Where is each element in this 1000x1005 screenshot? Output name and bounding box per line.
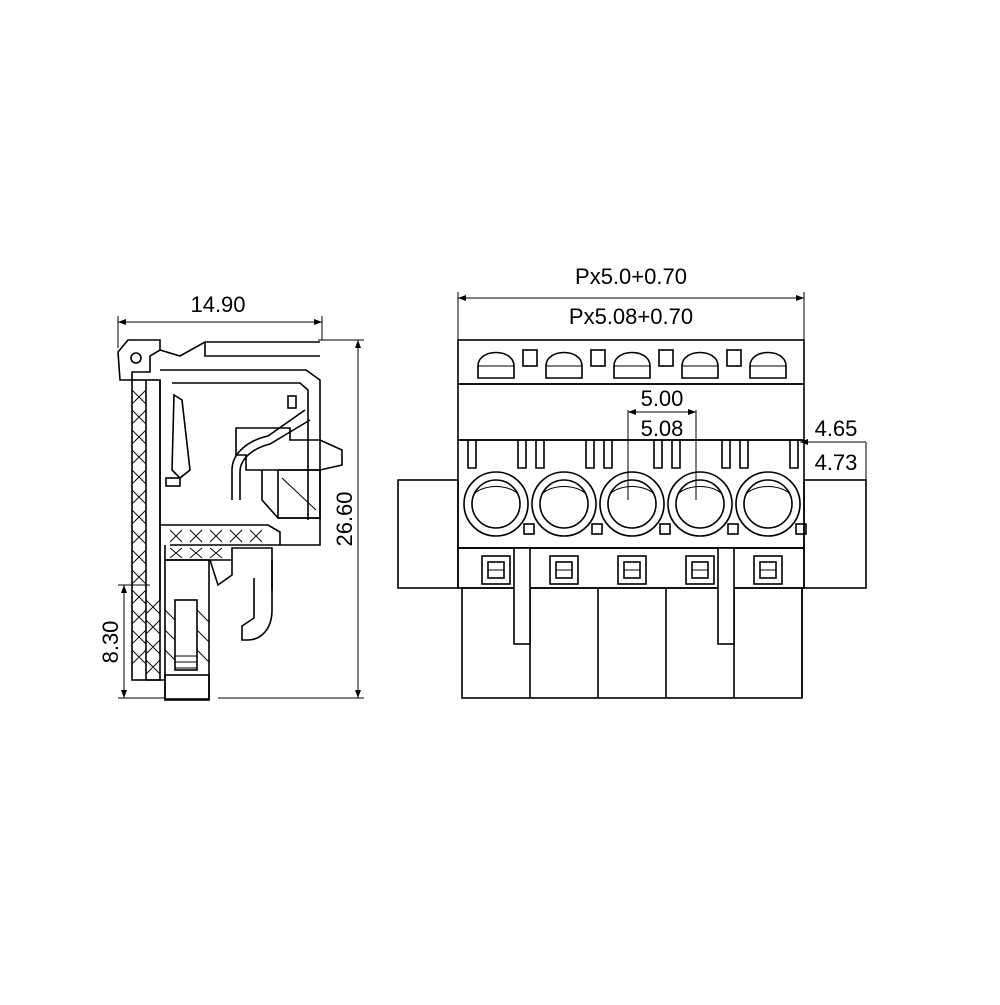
slot-frame — [535, 440, 545, 469]
pin-window — [685, 555, 715, 585]
top-square — [658, 349, 674, 367]
slot-frame — [467, 440, 477, 469]
wire-entry-inner — [675, 479, 725, 529]
long-pin — [513, 547, 531, 645]
pitch-label-a: 5.00 — [641, 386, 684, 411]
lower-square — [795, 523, 807, 535]
lower-square — [591, 523, 603, 535]
pin-window — [481, 555, 511, 585]
dimension-pin: 8.30 — [98, 584, 165, 699]
top-square — [726, 349, 742, 367]
positions-layer — [463, 349, 807, 698]
slot-frame — [721, 440, 731, 469]
wire-entry-outer — [667, 471, 733, 537]
pin-window — [617, 555, 647, 585]
screw-head — [681, 351, 719, 379]
screw-head — [545, 351, 583, 379]
height-label: 26.60 — [332, 491, 357, 546]
side-view: 14.90 26.60 8.30 — [98, 292, 364, 701]
wire-entry-inner — [607, 479, 657, 529]
dimension-width: 14.90 — [117, 292, 323, 348]
width-label: 14.90 — [190, 292, 245, 317]
lower-square — [523, 523, 535, 535]
wire-entry-clamp — [541, 486, 587, 495]
slot-frame — [671, 440, 681, 469]
dimension-edge: 4.65 4.73 — [800, 416, 867, 589]
lower-square — [727, 523, 739, 535]
slot-frame — [603, 440, 613, 469]
pin-label: 8.30 — [98, 621, 123, 664]
side-body — [117, 339, 343, 701]
dimension-height: 26.60 — [218, 339, 364, 699]
dimension-pitch: 5.00 5.08 — [627, 386, 697, 500]
wire-entry-clamp — [745, 486, 791, 495]
pin-window — [753, 555, 783, 585]
pin-window — [549, 555, 579, 585]
wire-entry-inner — [471, 479, 521, 529]
overall-label-b: Px5.08+0.70 — [569, 304, 693, 329]
long-pin — [717, 547, 735, 645]
wire-entry-outer — [463, 471, 529, 537]
lower-square — [659, 523, 671, 535]
screw-head — [749, 351, 787, 379]
screw-head — [477, 351, 515, 379]
top-square — [522, 349, 538, 367]
dimension-overall: Px5.0+0.70 Px5.08+0.70 — [457, 264, 805, 340]
slot-frame — [739, 440, 749, 469]
wire-entry-outer — [599, 471, 665, 537]
wire-entry-outer — [735, 471, 801, 537]
wire-entry-inner — [743, 479, 793, 529]
pitch-label-b: 5.08 — [641, 416, 684, 441]
overall-label-a: Px5.0+0.70 — [575, 264, 687, 289]
slot-frame — [585, 440, 595, 469]
edge-label-a: 4.65 — [815, 416, 858, 441]
wire-entry-outer — [531, 471, 597, 537]
wire-entry-inner — [539, 479, 589, 529]
slot-frame — [517, 440, 527, 469]
slot-frame — [653, 440, 663, 469]
top-square — [590, 349, 606, 367]
front-view: Px5.0+0.70 Px5.08+0.70 5.00 5.08 4.65 4.… — [397, 264, 867, 699]
wire-entry-clamp — [473, 486, 519, 495]
wire-entry-clamp — [677, 486, 723, 495]
slot-frame — [789, 440, 799, 469]
screw-head — [613, 351, 651, 379]
edge-label-b: 4.73 — [815, 450, 858, 475]
wire-entry-clamp — [609, 486, 655, 495]
